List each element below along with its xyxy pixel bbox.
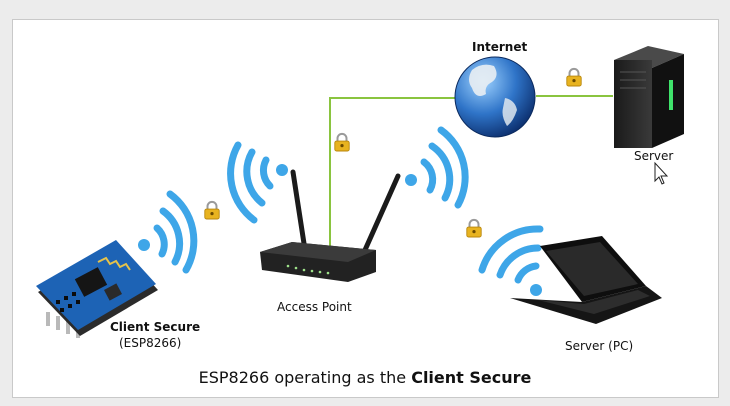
server-label: Server [634,149,674,163]
wifi-signal-esp [138,190,198,274]
wifi-signal-icon [138,126,544,296]
server-pc-label: Server (PC) [565,339,634,353]
caption-prefix: ESP8266 operating as the [198,368,407,387]
wifi-signal-pc [478,225,544,296]
server-tower-icon [614,46,684,148]
caption-emphasis: Client Secure [411,368,532,387]
diagram-caption: ESP8266 operating as the Client Secure [0,368,730,387]
esp8266-board-icon [36,240,158,338]
network-links [329,95,613,248]
diagram-frame [12,19,719,398]
internet-label: Internet [472,40,528,54]
router-icon [260,169,401,282]
client-secure-label: Client Secure [110,320,201,334]
mouse-cursor-icon [654,161,669,185]
laptop-icon [510,236,662,324]
wifi-signal-router-right [405,126,469,209]
wifi-signal-router-left [227,141,288,224]
globe-icon [454,56,536,138]
router-internet-link [329,97,455,248]
access-point-label: Access Point [277,300,352,314]
client-chip-label: (ESP8266) [119,336,182,350]
